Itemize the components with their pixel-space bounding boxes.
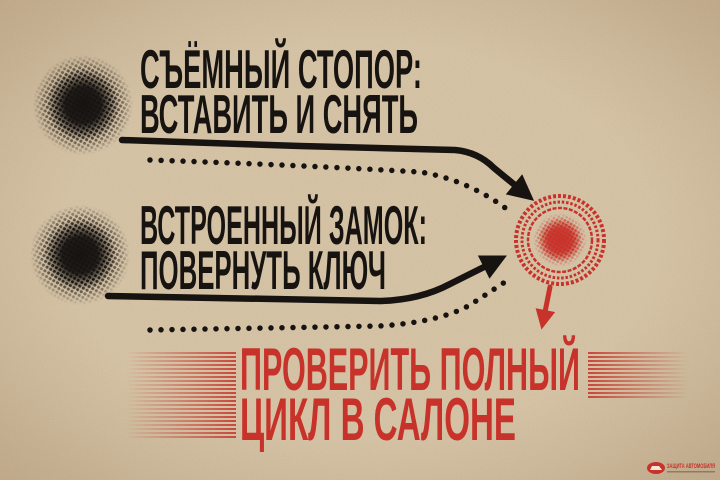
- logo-text: ЗАЩИТА АВТОМОБИЛЯ: [667, 463, 715, 470]
- brand-logo: ЗАЩИТА АВТОМОБИЛЯ: [647, 462, 715, 474]
- car-emblem-icon: [647, 462, 665, 474]
- option-2-title: ВСТРОЕННЫЙ ЗАМОК:: [140, 193, 427, 256]
- conclusion-line-2: ЦИКЛ В САЛОНЕ: [240, 386, 516, 453]
- logo-tagline-line: [667, 471, 715, 473]
- option-1-title: СЪЁМНЫЙ СТОПОР:: [140, 37, 422, 100]
- stripes-right: [588, 352, 688, 400]
- option-1-action: ВСТАВИТЬ И СНЯТЬ: [140, 83, 418, 145]
- arrow-dotted-option-2: [147, 279, 508, 333]
- arrow-red-down: [535, 284, 556, 330]
- option-2-action: ПОВЕРНУТЬ КЛЮЧ: [140, 239, 386, 301]
- halftone-dot-icon: [33, 55, 133, 155]
- target-icon: [514, 194, 606, 286]
- halftone-dot-icon: [30, 205, 130, 305]
- arrow-solid-option-1: [118, 136, 535, 201]
- conclusion-line-1: ПРОВЕРИТЬ ПОЛНЫЙ: [240, 336, 580, 403]
- arrow-dotted-option-1: [147, 157, 515, 216]
- stripes-left: [126, 352, 236, 438]
- arrow-solid-option-2: [104, 255, 507, 305]
